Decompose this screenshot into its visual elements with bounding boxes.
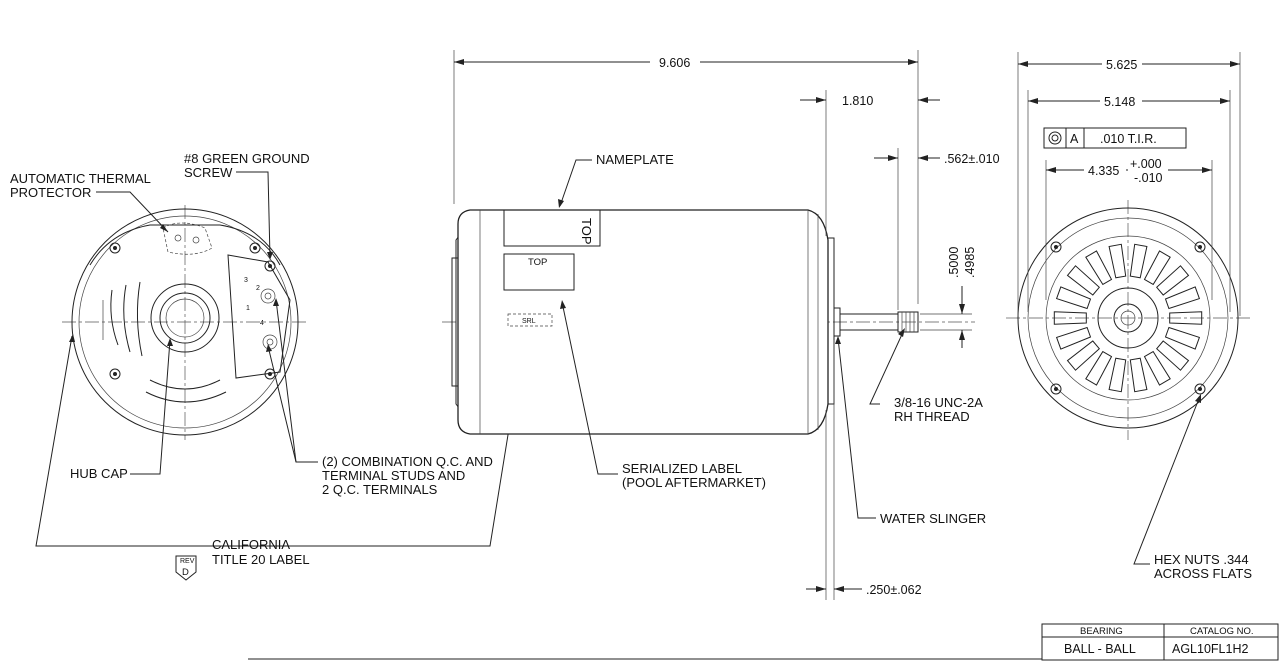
cooling-fin <box>1053 311 1087 325</box>
cooling-fin <box>1108 357 1127 393</box>
ground-screw-label: SCREW <box>184 165 233 180</box>
cooling-fin <box>1156 265 1190 296</box>
hex-nut <box>1194 383 1206 395</box>
thread-label: RH THREAD <box>894 409 970 424</box>
pilot-tolerance-plus: +.000 <box>1130 157 1162 171</box>
shaft-diameter-max: .5000 <box>947 247 961 278</box>
pilot-diameter-dimension: 4.335 <box>1088 164 1119 178</box>
top-mark: TOP <box>579 218 594 245</box>
cooling-fin <box>1143 250 1171 286</box>
svg-text:4: 4 <box>260 320 264 327</box>
cooling-fin <box>1143 350 1171 386</box>
cooling-fin <box>1169 311 1203 325</box>
bolt-circle-dimension: 5.148 <box>1104 95 1135 109</box>
feature-control-frame: A .010 T.I.R. <box>1043 127 1187 149</box>
cooling-fins <box>1053 243 1203 393</box>
hex-nuts-label: ACROSS FLATS <box>1154 566 1252 581</box>
screw-icon <box>109 368 121 380</box>
hex-nut <box>1194 241 1206 253</box>
shaft-end <box>1113 303 1143 333</box>
thermal-protector-label: AUTOMATIC THERMAL <box>10 171 151 186</box>
nameplate <box>503 209 601 247</box>
front-end-view: 5.625 5.148 A .010 T.I.R. 4.335 +.000 -.… <box>1006 52 1252 581</box>
serialized-label <box>507 313 553 327</box>
terminals-label: TERMINAL STUDS AND <box>322 468 465 483</box>
bearing-header: BEARING <box>1080 626 1123 637</box>
thermal-protector <box>162 222 213 255</box>
overall-length-dimension: 9.606 <box>659 56 690 70</box>
shaft-flat <box>897 311 919 333</box>
title-block: BEARING BALL - BALL CATALOG NO. AGL10FL1… <box>248 623 1279 661</box>
svg-text:.010 T.I.R.: .010 T.I.R. <box>1100 132 1157 146</box>
terminals-label: (2) COMBINATION Q.C. AND <box>322 454 493 469</box>
california-label: TITLE 20 LABEL <box>212 552 310 567</box>
cooling-fin <box>1164 286 1201 310</box>
revision-badge: REV D <box>175 555 197 581</box>
cooling-fin <box>1085 250 1113 286</box>
svg-text:A: A <box>1070 132 1079 146</box>
motor-body <box>457 209 829 435</box>
cooling-fin <box>1129 243 1148 279</box>
rear-end-view: 32 14 AUTOMATIC THERMAL PROTECT <box>10 151 526 581</box>
cooling-fin <box>1066 340 1100 371</box>
thread-label: 3/8-16 UNC-2A <box>894 395 983 410</box>
thermal-protector-label: PROTECTOR <box>10 185 91 200</box>
catalog-header: CATALOG NO. <box>1190 626 1254 637</box>
ground-screw <box>264 260 276 272</box>
screw-icon <box>109 242 121 254</box>
cooling-fin <box>1085 350 1113 386</box>
cooling-fin <box>1108 243 1127 279</box>
cooling-fin <box>1156 340 1190 371</box>
hub-cap-label: HUB CAP <box>70 466 128 481</box>
california-label: CALIFORNIA <box>212 537 290 552</box>
serialized-label-text: (POOL AFTERMARKET) <box>622 475 766 490</box>
ground-screw-label: #8 GREEN GROUND <box>184 151 310 166</box>
bearing-value: BALL - BALL <box>1064 642 1136 656</box>
hex-nut <box>1050 383 1062 395</box>
hex-nut <box>1050 241 1062 253</box>
terminal-board <box>227 254 291 379</box>
svg-text:SRL: SRL <box>522 318 536 325</box>
screw-icon <box>249 242 261 254</box>
svg-text:2: 2 <box>256 285 260 292</box>
terminals-label: 2 Q.C. TERMINALS <box>322 482 438 497</box>
shaft-extension-dimension: 1.810 <box>842 94 873 108</box>
svg-text:REV: REV <box>180 558 195 565</box>
cooling-fin <box>1055 286 1092 310</box>
hub-cap <box>150 283 220 353</box>
flat-length-dimension: .562±.010 <box>944 152 1000 166</box>
front-housing-outline <box>1017 207 1239 429</box>
cooling-fin <box>1055 326 1092 350</box>
shaft-diameter-min: .4985 <box>963 247 977 278</box>
cooling-fin <box>1129 357 1148 393</box>
serialized-label-text: SERIALIZED LABEL <box>622 461 742 476</box>
top-label <box>503 253 575 291</box>
water-slinger-label: WATER SLINGER <box>880 511 986 526</box>
cooling-fin <box>1066 265 1100 296</box>
slinger-gap-dimension: .250±.062 <box>866 583 922 597</box>
catalog-value: AGL10FL1H2 <box>1172 642 1248 656</box>
hex-nuts-label: HEX NUTS .344 <box>1154 552 1249 567</box>
nameplate-label: NAMEPLATE <box>596 152 674 167</box>
outer-diameter-dimension: 5.625 <box>1106 58 1137 72</box>
svg-text:3: 3 <box>244 277 248 284</box>
rear-housing-outline <box>71 208 299 436</box>
pilot-tolerance-minus: -.010 <box>1134 171 1163 185</box>
svg-text:1: 1 <box>246 305 250 312</box>
svg-text:D: D <box>182 567 189 578</box>
top-mark: TOP <box>528 257 547 268</box>
cooling-fin <box>1164 326 1201 350</box>
side-view: TOP TOP SRL 9.606 1.810 .562±.010 <box>442 50 1000 600</box>
concentricity-icon <box>1048 131 1062 145</box>
